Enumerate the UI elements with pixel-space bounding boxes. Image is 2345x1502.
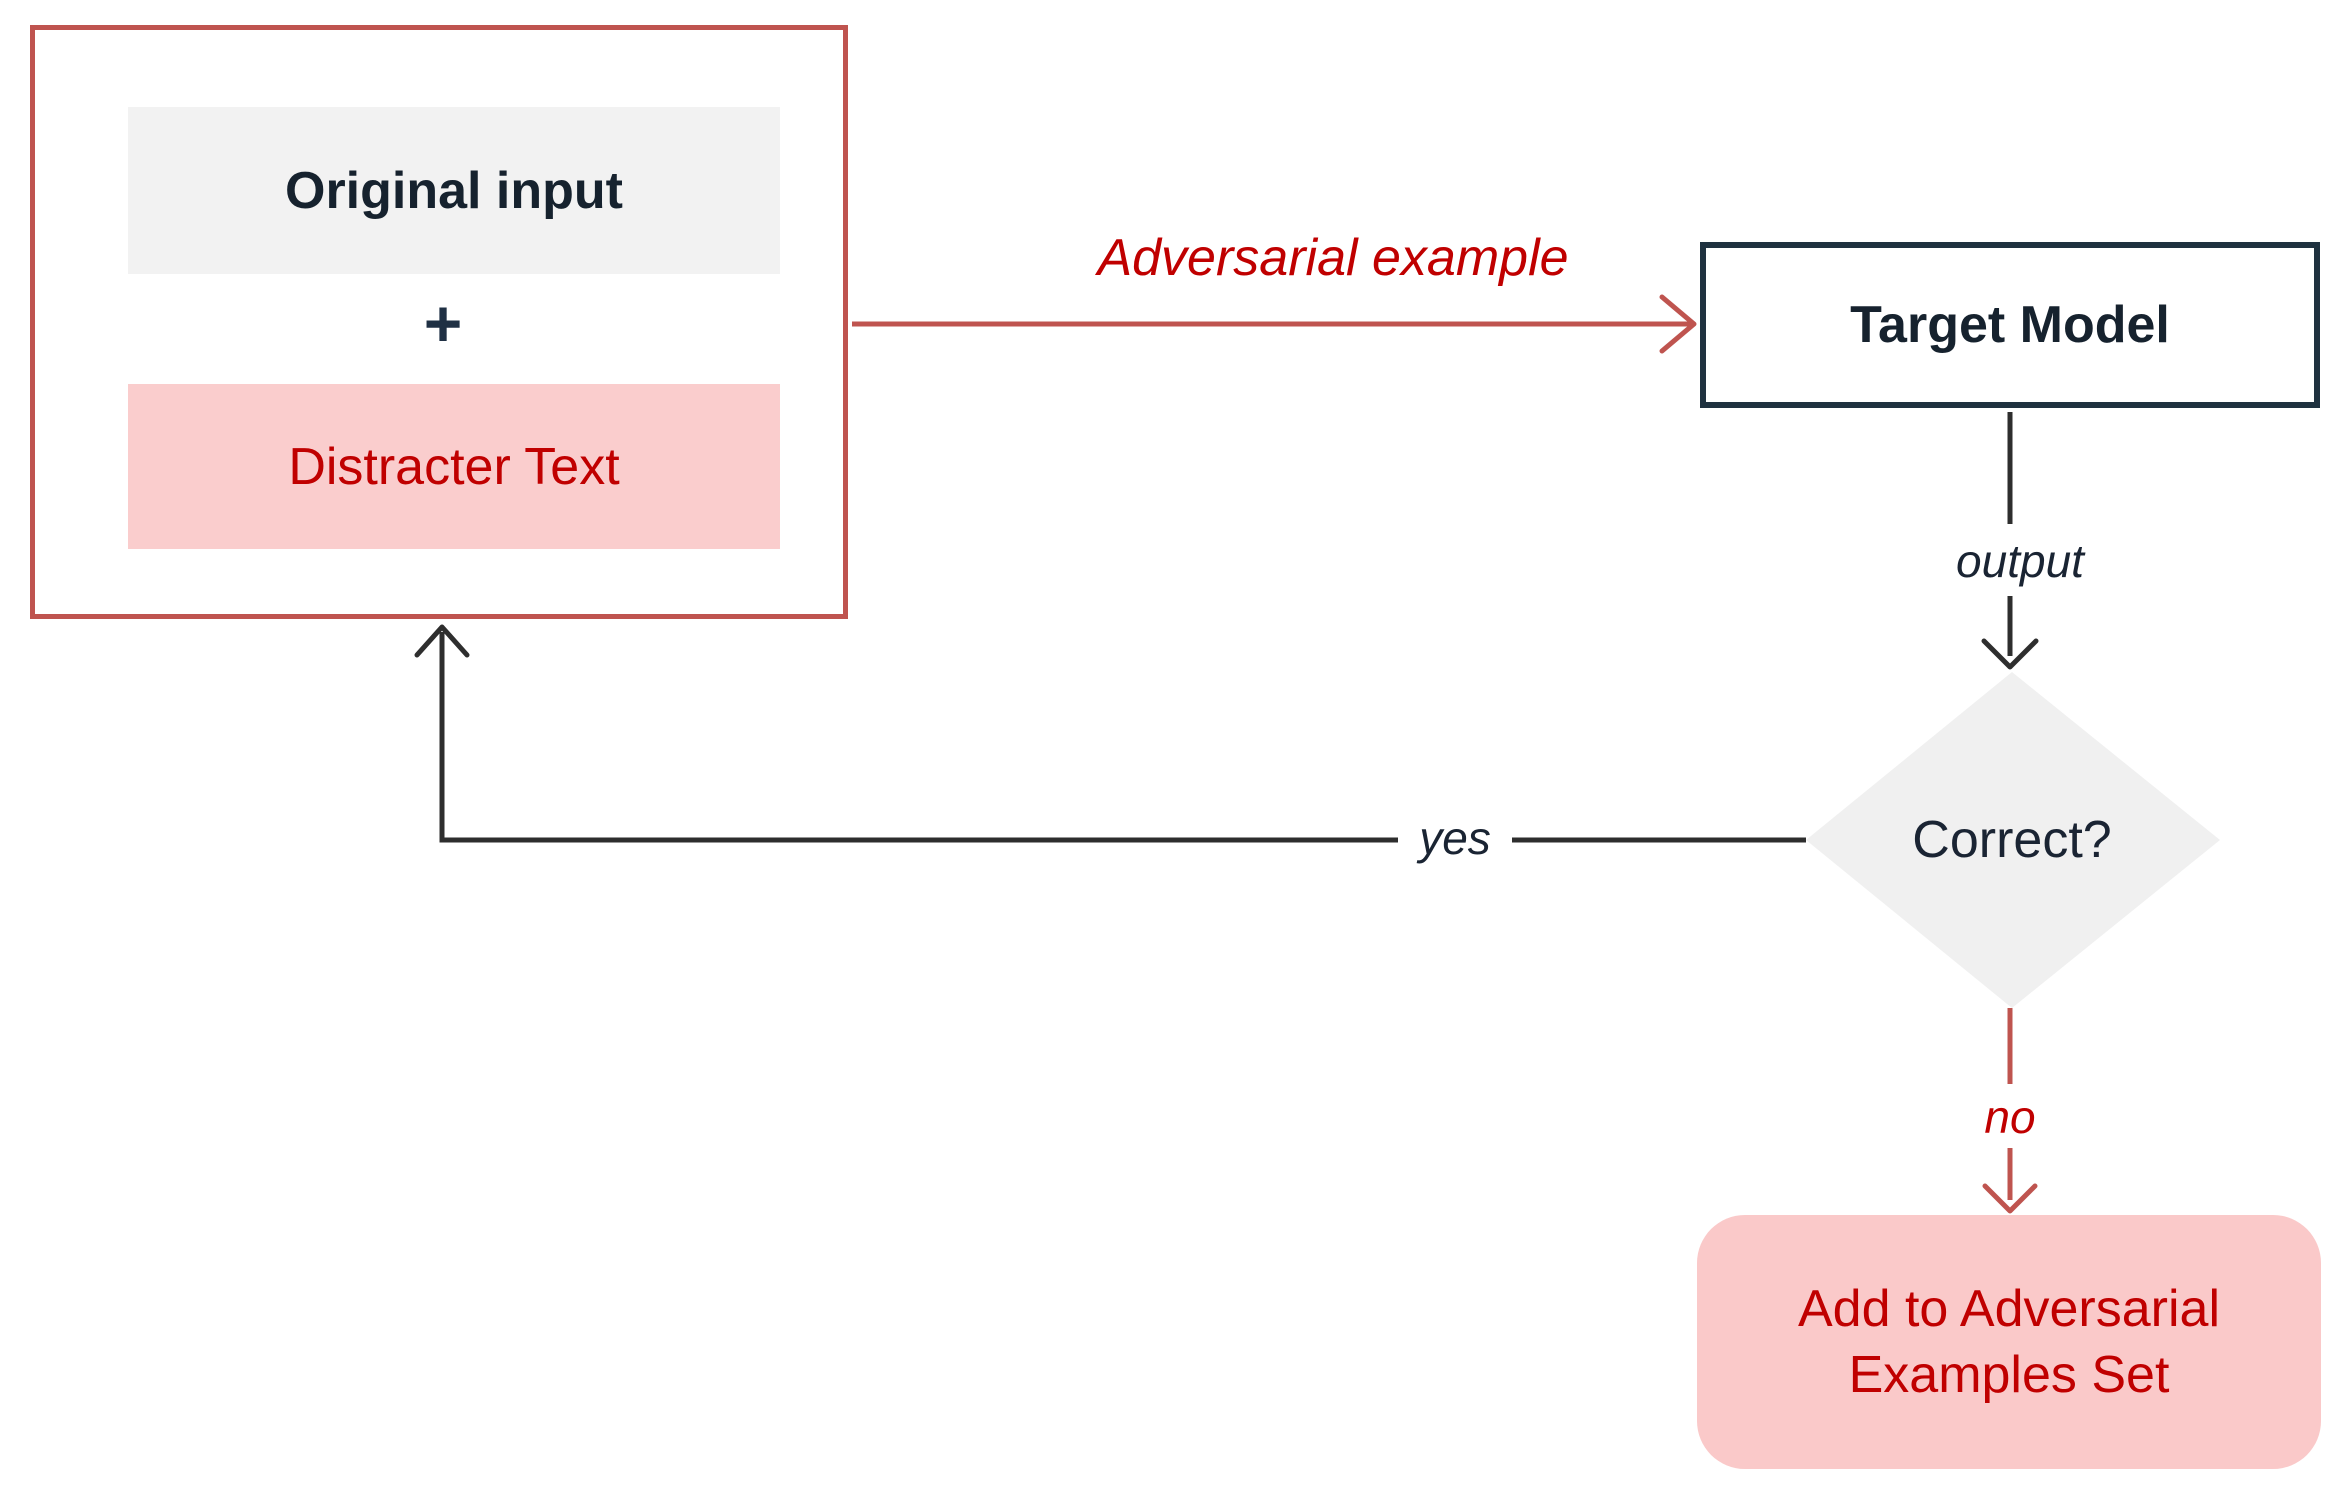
plus-sign: + — [383, 283, 503, 363]
plus-sign-glyph: + — [423, 286, 463, 360]
no-edge-label: no — [1984, 1091, 2036, 1143]
output-edge-label: output — [1956, 535, 2084, 587]
yes-edge-label: yes — [1419, 812, 1491, 864]
adversarial-set-label-line2: Examples Set — [1848, 1346, 2170, 1404]
yes-arrow-line-left — [439, 632, 1398, 843]
arrowhead-down-red-icon — [1982, 1183, 2038, 1214]
target-model-label: Target Model — [1850, 296, 2170, 354]
original-input-node: Original input — [128, 107, 780, 274]
arrowhead-down-icon — [1981, 638, 2039, 670]
target-model-node: Target Model — [1700, 242, 2320, 408]
arrowhead-right-icon — [1659, 294, 1697, 354]
arrowhead-up-icon — [414, 624, 470, 658]
original-input-label: Original input — [285, 161, 623, 220]
adversarial-set-node: Add to Adversarial Examples Set — [1697, 1215, 2321, 1469]
correct-decision-diamond: Correct? — [1812, 805, 2212, 875]
adversarial-set-label-line1: Add to Adversarial — [1797, 1280, 2221, 1338]
distracter-text-node: Distracter Text — [128, 384, 780, 549]
correct-decision-label: Correct? — [1912, 811, 2112, 869]
adversarial-example-edge-label: Adversarial example — [1097, 229, 1569, 287]
distracter-text-label: Distracter Text — [288, 437, 620, 496]
decision-diamond-shape — [1806, 672, 2220, 1008]
